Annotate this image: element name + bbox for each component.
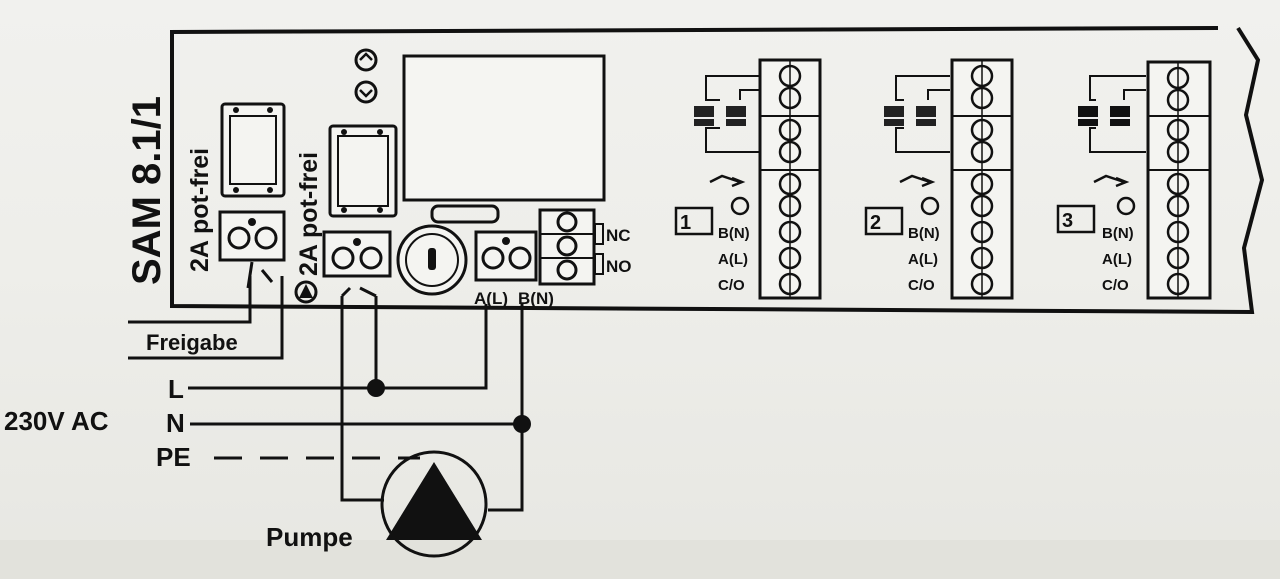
relay-right [328,124,398,218]
pump-icon [380,450,488,558]
freigabe-label: Freigabe [146,330,238,355]
zone-3-b-label: B(N) [1102,225,1134,242]
relay-right-terminal [322,230,392,278]
zone-1-co-label: C/O [718,277,745,294]
zone-2-co-label: C/O [908,277,935,294]
pump-symbol-small-icon [294,280,318,304]
zone-1-a-label: A(L) [718,251,748,268]
device-outline [170,26,1265,315]
capacitor [396,224,468,296]
zone-3-clock-icon [1116,196,1136,216]
zone-3-co-label: C/O [1102,277,1129,294]
zone-3-number: 3 [1062,210,1073,232]
terminal-b-label: B(N) [518,289,554,308]
relay-left-terminal [218,210,286,262]
transformer-block [402,54,606,202]
zone-1-sensor-b-icon [726,106,746,126]
indicator-icon [354,48,378,104]
model-label: SAM 8.1/1 [125,96,169,285]
pe-label: PE [156,442,191,472]
zone-3-sensor-a-icon [1078,106,1098,126]
zone-3-a-label: A(L) [1102,251,1132,268]
external-wiring [128,276,524,512]
zone-2-number: 2 [870,212,881,234]
relay-left-switch [246,261,274,289]
l-junction-dot [367,379,385,397]
n-junction-dot [513,415,531,433]
no-label: NO [606,257,632,276]
zone-1-sensor-a-icon [694,106,714,126]
nc-no-terminal [538,208,604,286]
zone-3-sensor-b-icon [1110,106,1130,126]
n-label: N [166,408,185,438]
pump-label: Pumpe [266,522,353,552]
zone-2-clock-icon [920,196,940,216]
zone-2: 2 B(N) A(L) C/O [864,58,1014,300]
zone-2-b-label: B(N) [908,225,940,242]
relay-left [220,102,286,198]
relay-right-label: 2A pot-frei [295,152,323,276]
terminal-a-label: A(L) [474,289,508,308]
zone-1-b-label: B(N) [718,225,750,242]
l-label: L [168,374,184,404]
zone-2-a-label: A(L) [908,251,938,268]
relay-right-switch [340,286,377,298]
zone-1-clock-icon [730,196,750,216]
paper-shadow [0,540,1280,579]
zone-2-sensor-b-icon [916,106,936,126]
zone-3: 3 B(N) A(L) C/O [1056,60,1212,300]
zone-2-sensor-a-icon [884,106,904,126]
zone-1: 1 B(N) A(L) C/O [674,58,822,300]
fuse-slot [430,204,500,224]
relay-left-label: 2A pot-frei [186,148,214,272]
supply-terminal [474,230,538,282]
zone-1-number: 1 [680,212,691,234]
nc-label: NC [606,226,631,245]
supply-label: 230V AC [4,406,109,436]
